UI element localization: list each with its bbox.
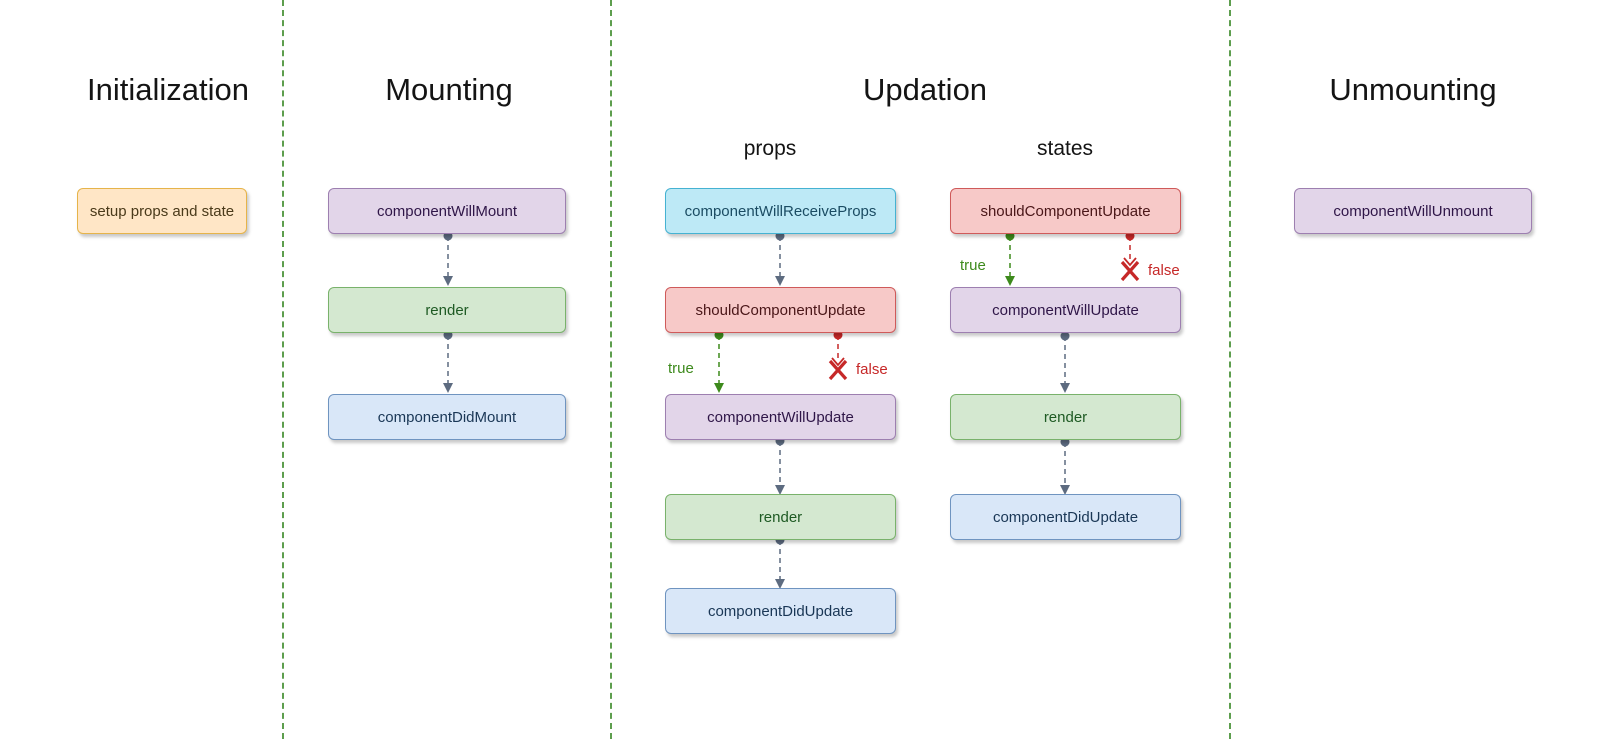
phase-divider <box>1229 0 1231 739</box>
states-render-box: render <box>950 394 1181 440</box>
states-should-update-box: shouldComponentUpdate <box>950 188 1181 234</box>
mounting-did-mount-box: componentDidMount <box>328 394 566 440</box>
column-title-props: props <box>743 137 797 160</box>
connector-props-true-branch <box>714 330 724 393</box>
phase-divider <box>282 0 284 739</box>
props-should-update-box: shouldComponentUpdate <box>665 287 896 333</box>
phase-divider <box>610 0 612 739</box>
states-will-update-box: componentWillUpdate <box>950 287 1181 333</box>
states-true-label: true <box>960 257 986 274</box>
props-true-label: true <box>668 360 694 377</box>
connector-render-to-did-update <box>775 535 785 589</box>
phase-title-updation: Updation <box>862 72 988 107</box>
connector-states-will-update-to-render <box>1060 331 1070 393</box>
connector-render-to-did-mount <box>443 330 453 393</box>
connector-states-render-to-did-update <box>1060 437 1070 495</box>
phase-title-initialization: Initialization <box>87 72 249 107</box>
phase-title-unmounting: Unmounting <box>1329 72 1497 107</box>
props-false-label: false <box>856 361 888 378</box>
connector-props-false-branch <box>831 330 845 367</box>
false-cross-icon <box>828 359 848 381</box>
mounting-render-box: render <box>328 287 566 333</box>
connector-will-mount-to-render <box>443 231 453 286</box>
phase-title-mounting: Mounting <box>385 72 513 107</box>
mounting-will-mount-box: componentWillMount <box>328 188 566 234</box>
false-cross-icon <box>1120 260 1140 282</box>
props-render-box: render <box>665 494 896 540</box>
connector-will-update-to-render <box>775 436 785 495</box>
props-will-update-box: componentWillUpdate <box>665 394 896 440</box>
connector-receive-props-to-should-update <box>775 231 785 286</box>
setup-props-and-state-box: setup props and state <box>77 188 247 234</box>
props-will-receive-props-box: componentWillReceiveProps <box>665 188 896 234</box>
column-title-states: states <box>1036 137 1094 160</box>
connector-states-true-branch <box>1005 231 1015 286</box>
unmounting-will-unmount-box: componentWillUnmount <box>1294 188 1532 234</box>
props-did-update-box: componentDidUpdate <box>665 588 896 634</box>
connector-states-false-branch <box>1123 231 1137 267</box>
states-false-label: false <box>1148 262 1180 279</box>
states-did-update-box: componentDidUpdate <box>950 494 1181 540</box>
